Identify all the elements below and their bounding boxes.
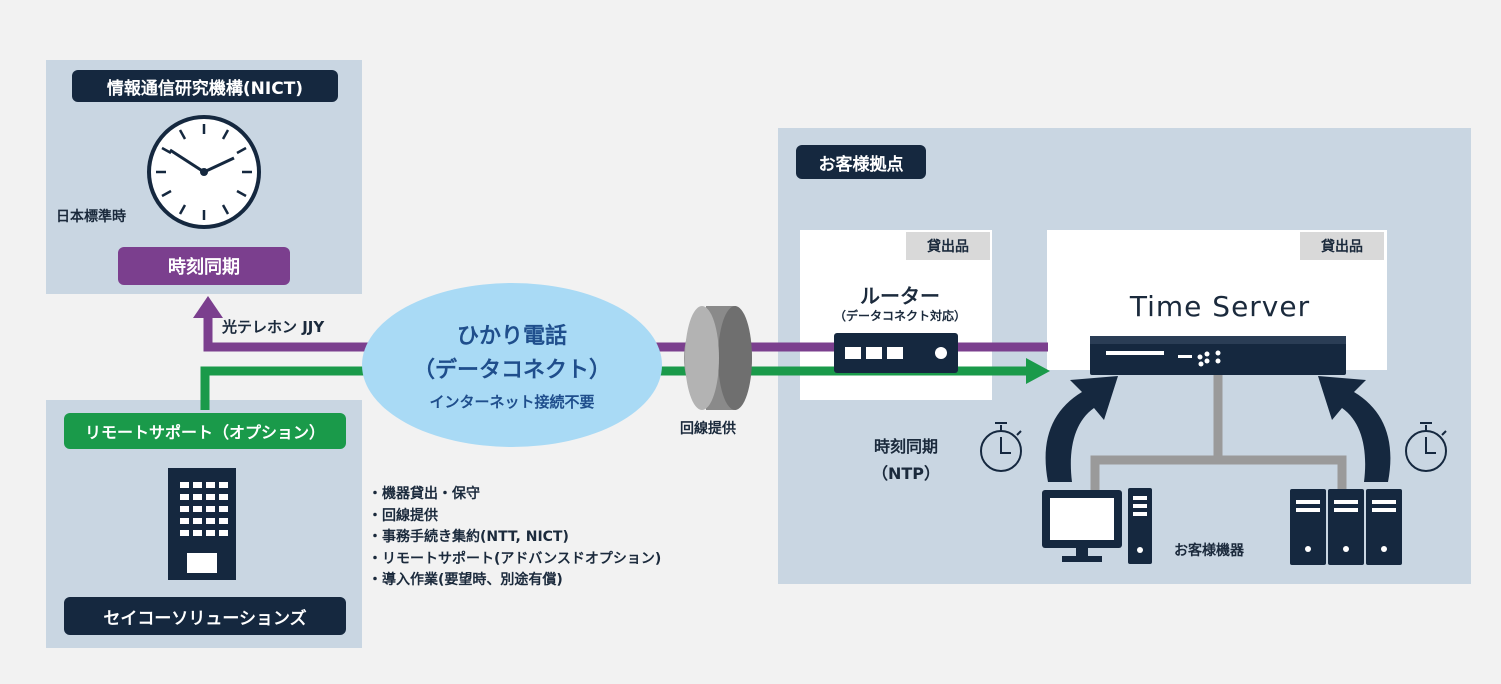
feature-item: ・リモートサポート(アドバンスドオプション) <box>368 550 662 567</box>
seiko-name: セイコーソリューションズ <box>64 597 346 635</box>
ntp-label-1: 時刻同期 <box>873 437 938 456</box>
stopwatch-icon-left <box>980 422 1022 472</box>
feature-item: ・回線提供 <box>368 507 438 524</box>
customer-title: お客様拠点 <box>796 145 926 179</box>
feature-item: ・事務手続き集約(NTT, NICT) <box>368 529 569 545</box>
line-provision-label: 回線提供 <box>680 421 736 437</box>
jjy-arrow-icon <box>193 296 223 318</box>
line-provision-icon <box>684 306 752 410</box>
ntp-label-2: （NTP） <box>871 464 941 483</box>
feature-item: ・機器貸出・保守 <box>368 486 480 502</box>
server-rental-tag: 貸出品 <box>1300 232 1384 260</box>
jjy-label: 光テレホン JJY <box>222 318 325 336</box>
server-name: Time Server <box>1129 290 1311 323</box>
devices-label: お客様機器 <box>1174 543 1244 559</box>
sync-arrow-left-icon <box>1045 376 1118 482</box>
cloud-title-2: （データコネクト） <box>412 358 611 383</box>
nict-title: 情報通信研究機構(NICT) <box>72 70 338 102</box>
clock-icon <box>147 115 261 229</box>
jjy-line <box>193 296 1048 352</box>
data-arrow-icon <box>1026 358 1050 384</box>
router-sub: （データコネクト対応） <box>833 309 966 323</box>
sync-arrow-right-icon <box>1318 376 1391 482</box>
building-icon <box>168 468 236 580</box>
data-line <box>200 358 1050 410</box>
feature-item: ・導入作業(要望時、別途有償) <box>368 572 563 588</box>
router-icon <box>834 333 958 373</box>
feature-list: ・機器貸出・保守 ・回線提供 ・事務手続き集約(NTT, NICT) ・リモート… <box>368 484 661 592</box>
clock-label: 日本標準時 <box>56 209 126 225</box>
router-name: ルーター <box>860 284 940 308</box>
cloud-subtitle: インターネット接続不要 <box>429 393 595 411</box>
server-towers-icon <box>1290 489 1402 565</box>
stopwatch-icon-right <box>1405 422 1447 472</box>
remote-support-badge: リモートサポート（オプション） <box>64 413 346 449</box>
time-server-icon <box>1090 336 1346 375</box>
router-rental-tag: 貸出品 <box>906 232 990 260</box>
cloud-title-1: ひかり電話 <box>456 324 567 349</box>
pc-icon <box>1042 488 1152 564</box>
cloud-shape <box>362 283 662 447</box>
customer-network-lines <box>1090 370 1347 498</box>
sync-badge: 時刻同期 <box>118 247 290 285</box>
